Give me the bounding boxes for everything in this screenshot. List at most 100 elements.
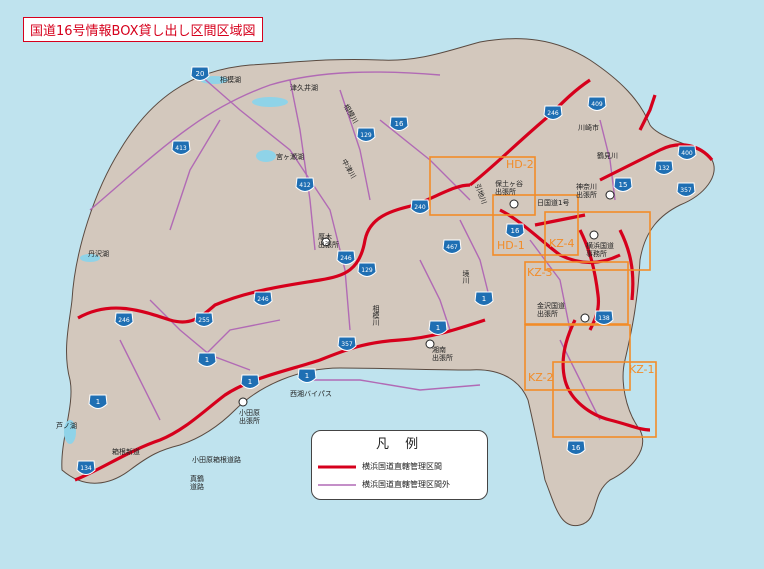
route-shield: 409 <box>587 96 607 111</box>
route-shield-number: 255 <box>198 317 210 324</box>
office-markers <box>238 190 615 407</box>
route-shield-shape <box>677 145 697 160</box>
route-shield: 129 <box>357 262 377 277</box>
map-title: 国道16号情報BOX貸し出し区間区域図 <box>23 17 263 42</box>
route-shield-shape <box>594 310 614 325</box>
place-label-hiyoshi: 日国道1号 <box>537 199 570 207</box>
route-shield: 400 <box>677 145 697 160</box>
route-shield: 138 <box>594 310 614 325</box>
route-shield-number: 20 <box>196 70 205 78</box>
route-shield-shape <box>171 140 191 155</box>
route-shield: 1 <box>297 368 317 383</box>
place-label-yokohama: 横浜国道 事務所 <box>586 242 614 258</box>
route-shield-shape <box>389 116 409 131</box>
route-shield-number: 467 <box>446 244 458 251</box>
place-label-ashinoko: 芦ノ湖 <box>56 422 77 430</box>
route-shield-shape <box>543 105 563 120</box>
route-shield-number: 1 <box>96 398 100 406</box>
route-shield: 1 <box>240 374 260 389</box>
place-label-tsurumi: 鶴見川 <box>597 152 618 160</box>
route-shield: 1 <box>428 320 448 335</box>
lake-ashinoko <box>64 420 76 444</box>
zone-label-kz-3: KZ-3 <box>527 266 553 279</box>
route-shield: 16 <box>505 223 525 238</box>
route-shield-shape <box>240 374 260 389</box>
route-shield-number: 1 <box>205 356 209 364</box>
route-shield-shape <box>336 250 356 265</box>
route-shield: 134 <box>76 460 96 475</box>
lake-tanzawa <box>80 254 100 262</box>
route-shield: 16 <box>566 440 586 455</box>
route-shield-number: 246 <box>547 110 559 117</box>
route-shield: 246 <box>543 105 563 120</box>
route-shield-number: 134 <box>80 465 92 472</box>
route-shield-shape <box>88 394 108 409</box>
route-shield: 1 <box>197 352 217 367</box>
place-label-kawasaki: 川崎市 <box>578 124 599 132</box>
zone-kz-2[interactable] <box>524 324 631 391</box>
route-shield-shape <box>676 182 696 197</box>
route-shield-shape <box>410 199 430 214</box>
route-shield-shape <box>194 312 214 327</box>
route-shield: 467 <box>442 239 462 254</box>
route-shield-number: 15 <box>619 181 628 189</box>
route-shield: 129 <box>356 127 376 142</box>
place-label-hodogaya: 保土ヶ谷 出張所 <box>495 180 523 196</box>
route-shield-shape <box>613 177 633 192</box>
route-shield-shape <box>297 368 317 383</box>
office-shonan-marker <box>425 339 435 349</box>
route-shield-shape <box>253 291 273 306</box>
route-shield-number: 129 <box>361 267 373 274</box>
legend: 凡 例 横浜国道直轄管理区間 横浜国道直轄管理区間外 <box>311 430 488 500</box>
zone-kz-4[interactable] <box>544 211 651 271</box>
route-shield: 357 <box>337 336 357 351</box>
route-shield-number: 240 <box>414 204 426 211</box>
route-shield-number: 412 <box>299 182 311 189</box>
route-shield: 246 <box>336 250 356 265</box>
kanagawa-land <box>61 38 715 527</box>
route-shield-number: 16 <box>395 120 404 128</box>
route-shield-shape <box>587 96 607 111</box>
place-label-odawara: 小田原 出張所 <box>239 409 260 425</box>
place-label-shonan: 湘南 出張所 <box>432 346 453 362</box>
route-shield: 15 <box>613 177 633 192</box>
route-shield: 1 <box>88 394 108 409</box>
route-shield: 132 <box>654 160 674 175</box>
zone-kz-1[interactable] <box>552 361 657 438</box>
lake-miyagase <box>256 150 276 162</box>
place-label-tsukui: 津久井湖 <box>290 84 318 92</box>
zone-label-kz-1: KZ-1 <box>629 363 655 376</box>
office-atsugi-marker <box>321 237 331 247</box>
zone-label-hd-1: HD-1 <box>497 239 525 252</box>
route-shield-shape <box>505 223 525 238</box>
route-shield: 246 <box>114 312 134 327</box>
lake-tsukui <box>252 97 288 107</box>
place-label-sagamigawa2: 相模川 <box>372 305 380 326</box>
zone-hd-2[interactable] <box>429 156 536 216</box>
zone-hd-1[interactable] <box>492 194 579 256</box>
route-shield-shape <box>295 177 315 192</box>
place-label-hakone: 箱根新道 <box>112 448 140 456</box>
office-yokohama-marker <box>589 230 599 240</box>
legend-item-direct: 横浜国道直轄管理区間 <box>318 461 442 472</box>
route-shield-shape <box>76 460 96 475</box>
route-shield-number: 138 <box>598 315 610 322</box>
route-shield-number: 413 <box>175 145 187 152</box>
office-hodogaya-marker <box>509 199 519 209</box>
route-shield-number: 129 <box>360 132 372 139</box>
place-label-kanazawa: 金沢国道 出張所 <box>537 302 565 318</box>
legend-swatch-direct <box>318 465 356 468</box>
route-shield-number: 409 <box>591 101 603 108</box>
route-shield-shape <box>337 336 357 351</box>
route-shield: 357 <box>676 182 696 197</box>
route-shield: 246 <box>253 291 273 306</box>
zone-kz-3[interactable] <box>524 261 629 325</box>
legend-swatch-other <box>318 483 356 486</box>
route-shield-number: 1 <box>305 372 309 380</box>
route-shield-shape <box>190 66 210 81</box>
route-shield-shape <box>442 239 462 254</box>
place-label-atsugi: 厚木 出張所 <box>318 233 339 249</box>
route-shield-number: 400 <box>681 150 693 157</box>
route-shield-number: 16 <box>511 227 520 235</box>
